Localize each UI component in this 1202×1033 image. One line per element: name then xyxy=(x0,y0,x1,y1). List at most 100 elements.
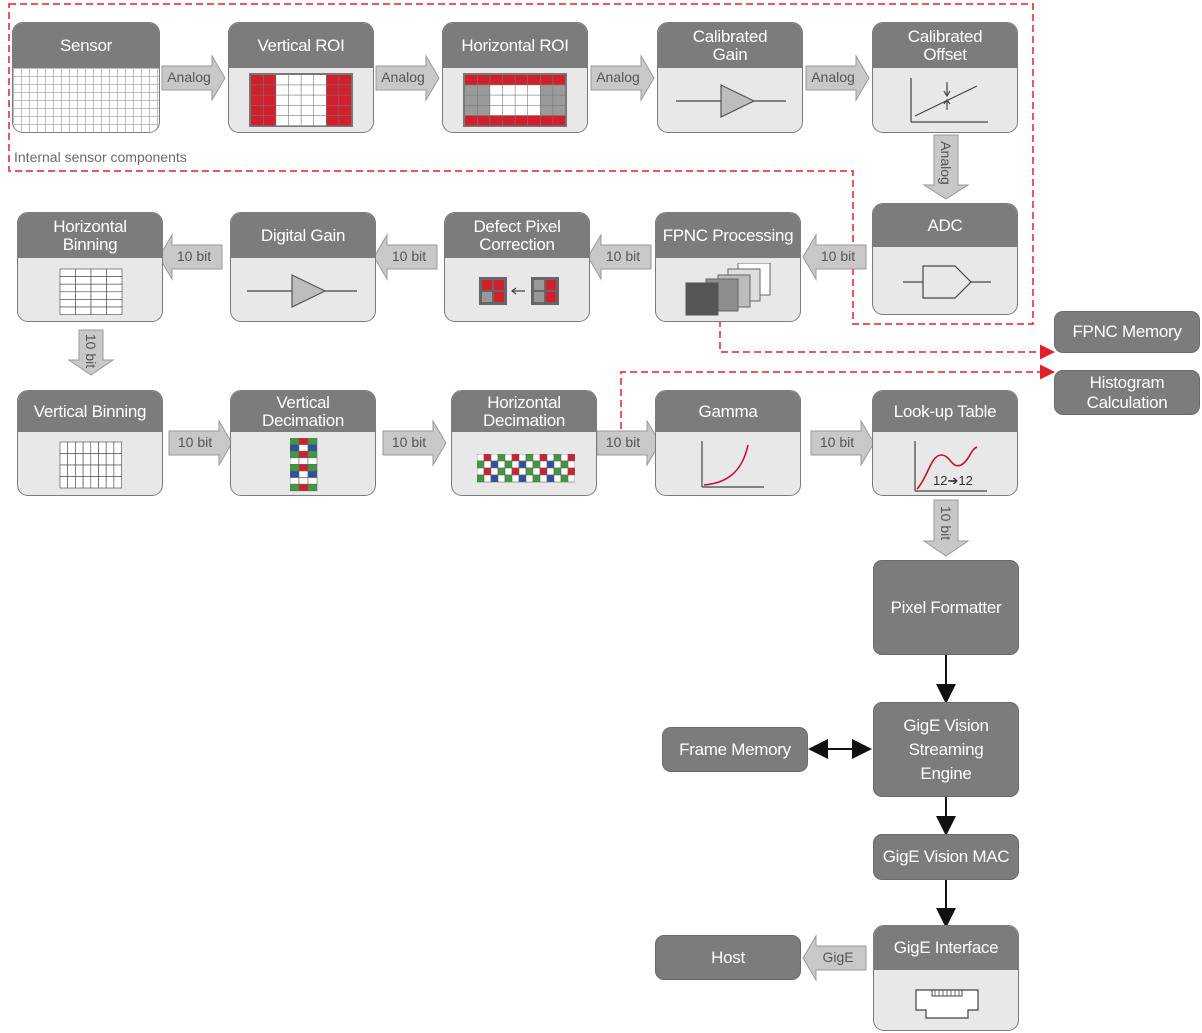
roi-cell xyxy=(263,105,276,116)
streaming-engine-line-2: Streaming xyxy=(908,739,984,759)
bin-cell xyxy=(82,441,92,454)
roi-cell xyxy=(339,105,352,116)
bayer-cell xyxy=(483,474,492,483)
horizontal-binning-line-2: Binning xyxy=(62,234,118,254)
roi-cell xyxy=(276,105,289,116)
sensor-header: Sensor xyxy=(13,23,159,68)
roi-cell xyxy=(515,115,528,126)
bayer-cell xyxy=(504,460,513,469)
bayer-cell xyxy=(490,454,499,462)
bayer-cell xyxy=(546,474,555,483)
digital-gain-block: Digital Gain xyxy=(230,212,376,322)
bayer-cell xyxy=(290,470,300,478)
ten-bit-label-4: 10 bit xyxy=(176,248,212,264)
roi-cell xyxy=(528,105,540,116)
roi-cell xyxy=(477,115,490,126)
analog-label-vertical: Analog xyxy=(938,141,954,185)
calibrated-gain-header: Calibrated Gain xyxy=(658,23,802,68)
bayer-cell xyxy=(532,467,541,476)
bayer-cell xyxy=(290,444,300,452)
adc-block: ADC xyxy=(872,203,1018,315)
bin-cell xyxy=(90,291,107,300)
host-block: Host xyxy=(655,935,801,980)
bin-cell xyxy=(98,441,107,454)
roi-cell xyxy=(251,75,263,85)
bayer-cell xyxy=(298,464,309,472)
gamma-block: Gamma xyxy=(655,390,801,496)
bayer-cell xyxy=(483,454,492,462)
bin-cell xyxy=(75,476,84,489)
bin-cell xyxy=(98,464,107,477)
roi-cell xyxy=(528,85,540,95)
adc-header: ADC xyxy=(873,204,1017,247)
bin-cell xyxy=(105,441,115,454)
roi-cell xyxy=(553,115,566,126)
arrow-10bit-lut-formatter xyxy=(922,499,970,557)
bayer-cell xyxy=(511,467,520,476)
bayer-cell xyxy=(298,444,309,452)
roi-cell xyxy=(301,105,314,116)
arrow-analog-3 xyxy=(590,54,655,102)
bin-cell xyxy=(90,441,99,454)
streaming-engine-line-1: GigE Vision xyxy=(903,715,989,735)
bin-cell xyxy=(106,306,123,315)
bin-cell xyxy=(90,283,107,293)
horizontal-roi-block: Horizontal ROI xyxy=(442,22,588,133)
bin-cell xyxy=(90,276,107,285)
arrow-10bit-fpnc-dpc xyxy=(587,233,652,281)
bayer-cell xyxy=(298,450,309,459)
streaming-engine-line-3: Engine xyxy=(920,763,972,783)
roi-cell xyxy=(314,115,326,126)
roi-cell xyxy=(288,95,301,105)
roi-cell xyxy=(326,75,339,85)
bayer-cell xyxy=(539,467,548,476)
ten-bit-label-vertical-2: 10 bit xyxy=(938,505,954,541)
defect-pixel-line-1: Defect Pixel xyxy=(473,216,561,236)
bayer-cell xyxy=(567,454,575,462)
bayer-cell xyxy=(307,450,318,459)
bin-cell xyxy=(105,476,115,489)
gige-interface-block: GigE Interface xyxy=(873,925,1019,1031)
sensor-block: Sensor xyxy=(12,22,160,133)
arrow-analog-4 xyxy=(805,54,870,102)
roi-cell xyxy=(477,85,490,95)
roi-cell xyxy=(263,115,276,126)
bayer-cell xyxy=(504,467,513,476)
roi-cell xyxy=(251,85,263,95)
roi-cell xyxy=(276,75,289,85)
ten-bit-label-8: 10 bit xyxy=(819,434,855,450)
roi-cell xyxy=(339,95,352,105)
roi-cell xyxy=(314,85,326,95)
bin-cell xyxy=(90,453,99,466)
vertical-binning-header: Vertical Binning xyxy=(18,391,162,432)
roi-cell xyxy=(314,95,326,105)
roi-cell xyxy=(477,105,490,116)
vertical-decimation-line-2: Decimation xyxy=(261,410,345,430)
horizontal-decimation-block: Horizontal Decimation xyxy=(451,390,597,496)
roi-cell xyxy=(314,75,326,85)
bayer-cell xyxy=(298,483,309,492)
ten-bit-label-7: 10 bit xyxy=(605,434,641,450)
bin-cell xyxy=(113,464,122,477)
horizontal-binning-header: Horizontal Binning xyxy=(18,213,162,258)
bayer-cell xyxy=(307,438,318,445)
bayer-cell xyxy=(477,454,485,462)
roi-cell xyxy=(553,95,566,105)
roi-cell xyxy=(263,75,276,85)
arrow-10bit-hb-vb-vertical xyxy=(67,329,115,376)
bayer-cell xyxy=(290,438,300,445)
bayer-cell xyxy=(290,457,300,465)
arrow-10bit-hd-gamma xyxy=(596,419,661,467)
bin-cell xyxy=(82,453,92,466)
bayer-cell xyxy=(532,460,541,469)
bayer-cell xyxy=(497,474,506,483)
bin-cell xyxy=(67,441,76,454)
bayer-cell xyxy=(298,477,309,485)
ten-bit-label-6: 10 bit xyxy=(391,434,427,450)
bayer-cell xyxy=(298,438,309,445)
bin-cell xyxy=(67,476,76,489)
bin-cell xyxy=(105,453,115,466)
bayer-cell xyxy=(560,474,569,483)
vertical-decimation-line-1: Vertical xyxy=(276,392,330,412)
horizontal-binning-block: Horizontal Binning xyxy=(17,212,163,322)
